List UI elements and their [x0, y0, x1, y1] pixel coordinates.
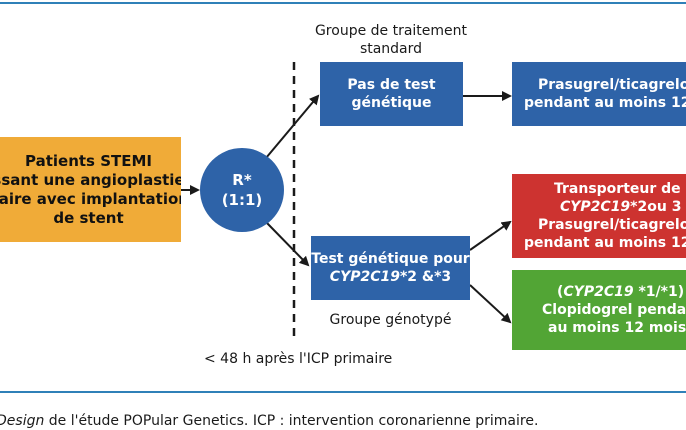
non-carrier-line2: Clopidogrel pendan [542, 302, 686, 318]
genetic-test-line1: Test génétique pour [311, 251, 470, 267]
randomization-to-genotype-arrow [265, 221, 310, 267]
carrier-line2: CYP2C19*2ou 3 [560, 199, 682, 215]
top-rule [0, 2, 686, 4]
non-carrier-line3: au moins 12 mois [548, 320, 686, 336]
genotype-to-noncarrier-arrow [469, 284, 512, 324]
randomization-circle: R* (1:1) [200, 148, 284, 232]
non-carrier-line1: (CYP2C19 *1/*1) [557, 284, 685, 300]
standard-group-label: Groupe de traitement standard [314, 23, 468, 57]
carrier-line4: pendant au moins 12 m [524, 235, 686, 251]
randomization-label: R* [232, 171, 252, 189]
genotype-to-carrier-arrow [469, 220, 512, 251]
randomization-to-standard-arrow [265, 94, 320, 159]
timing-label: < 48 h après l'ICP primaire [204, 351, 393, 367]
patients-box: Patients STEMI ssant une angioplastie na… [0, 137, 181, 242]
standard-treatment-line2: pendant au moins 12 m [524, 95, 686, 111]
bottom-rule [0, 391, 686, 393]
genotyped-group-label: Groupe génotypé [329, 312, 452, 328]
no-test-line2: génétique [351, 95, 432, 111]
patients-line3: naire avec implantation [0, 189, 181, 208]
standard-treatment-line1: Prasugrel/ticagrelo [538, 77, 686, 93]
standard-treatment-box: Prasugrel/ticagrelo pendant au moins 12 … [512, 62, 686, 126]
patients-line2: ssant une angioplastie [0, 170, 181, 189]
randomization-ratio: (1:1) [221, 191, 263, 209]
genetic-test-line2: CYP2C19*2 &*3 [329, 269, 452, 285]
patients-line4: de stent [53, 208, 124, 227]
no-genetic-test-box: Pas de test génétique [320, 62, 463, 126]
carrier-line1: Transporteur de [554, 181, 681, 197]
figure-caption: Design de l'étude POPular Genetics. ICP … [0, 413, 539, 429]
patients-line1: Patients STEMI [25, 151, 152, 170]
carrier-line3: Prasugrel/ticagrelo [538, 217, 686, 233]
carrier-box: Transporteur de CYP2C19*2ou 3 Prasugrel/… [512, 174, 686, 258]
non-carrier-box: (CYP2C19 *1/*1) Clopidogrel pendan au mo… [512, 270, 686, 350]
genetic-test-box: Test génétique pour CYP2C19*2 &*3 [311, 236, 470, 300]
no-test-line1: Pas de test [347, 77, 436, 93]
